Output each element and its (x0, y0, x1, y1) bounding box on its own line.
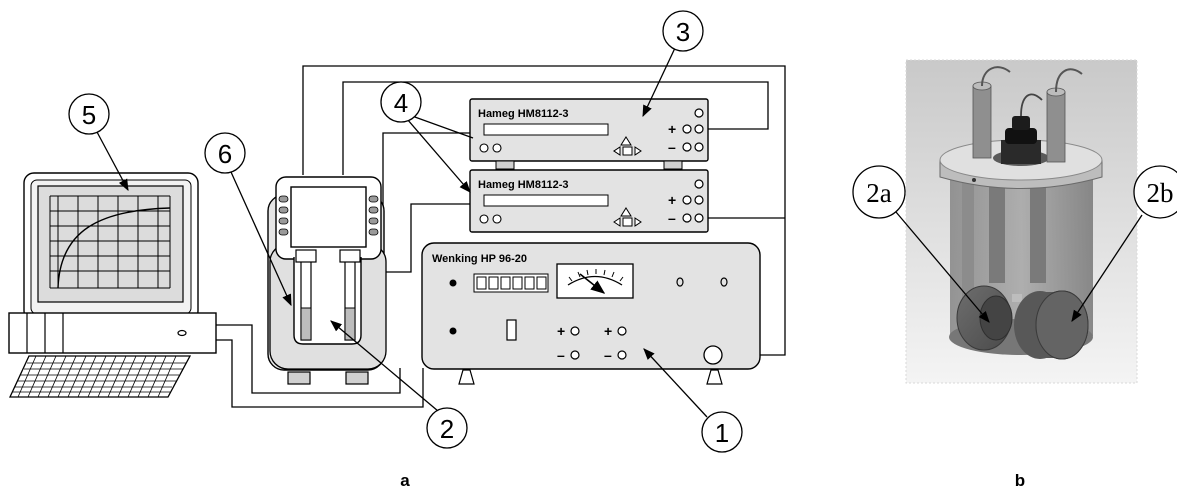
terminal-minus-top: – (668, 139, 676, 155)
electrode-left (295, 249, 317, 263)
screen-grid (49, 195, 171, 289)
callout-3: 3 (662, 10, 704, 52)
computer-case (8, 312, 217, 354)
callout-2: 2 (426, 407, 468, 449)
svg-text:3: 3 (676, 17, 690, 47)
disk-electrode-2b (1014, 290, 1089, 360)
potentiostat-label: Wenking HP 96-20 (432, 253, 527, 265)
terminal-plus-bottom: + (668, 192, 676, 208)
graph-curve (57, 207, 171, 289)
callout-1: 1 (701, 411, 743, 453)
potentiostat-digital-display (473, 273, 549, 293)
caption-b: b (1015, 471, 1025, 489)
electrode-rods (972, 66, 1083, 163)
potentiostat: Wenking HP 96-20 + – + – (421, 242, 761, 385)
multimeter-bottom-label: Hameg HM8112-3 (478, 179, 569, 191)
terminal-minus-bottom: – (668, 210, 676, 226)
cell-window (290, 186, 367, 248)
cell-side-buttons (278, 195, 379, 236)
svg-text:2: 2 (440, 414, 454, 444)
svg-text:+: + (604, 323, 612, 339)
multimeter-bottom: Hameg HM8112-3 + – (469, 169, 709, 233)
callout-leaders (96, 47, 708, 418)
nav-arrows-top (613, 136, 642, 156)
computer (8, 172, 217, 398)
svg-text:6: 6 (218, 139, 232, 169)
keyboard (8, 355, 192, 398)
electrode-right (339, 249, 361, 263)
svg-text:–: – (557, 347, 565, 363)
callout-5: 5 (68, 93, 110, 135)
cell-3d-render (905, 59, 1138, 384)
multimeter-top-label: Hameg HM8112-3 (478, 108, 569, 120)
monitor-screen (37, 185, 184, 303)
multimeter-top: Hameg HM8112-3 + – (469, 98, 709, 170)
caption-a: a (400, 471, 410, 489)
svg-text:+: + (557, 323, 565, 339)
callout-2a: 2a (852, 165, 906, 219)
svg-text:5: 5 (82, 100, 96, 130)
callout-4: 4 (380, 81, 422, 123)
svg-text:1: 1 (715, 418, 729, 448)
callout-leaders-b (895, 211, 1143, 323)
svg-text:–: – (604, 347, 612, 363)
callout-6: 6 (204, 132, 246, 174)
terminal-plus-top: + (668, 121, 676, 137)
electrochemical-cell (267, 176, 387, 385)
svg-text:2a: 2a (866, 178, 892, 208)
svg-text:2b: 2b (1147, 178, 1174, 208)
reference-electrode-cap (1001, 93, 1043, 164)
callout-2b: 2b (1133, 165, 1177, 219)
nav-arrows-bottom (613, 207, 642, 227)
analog-gauge (556, 263, 634, 299)
svg-text:4: 4 (394, 88, 408, 118)
